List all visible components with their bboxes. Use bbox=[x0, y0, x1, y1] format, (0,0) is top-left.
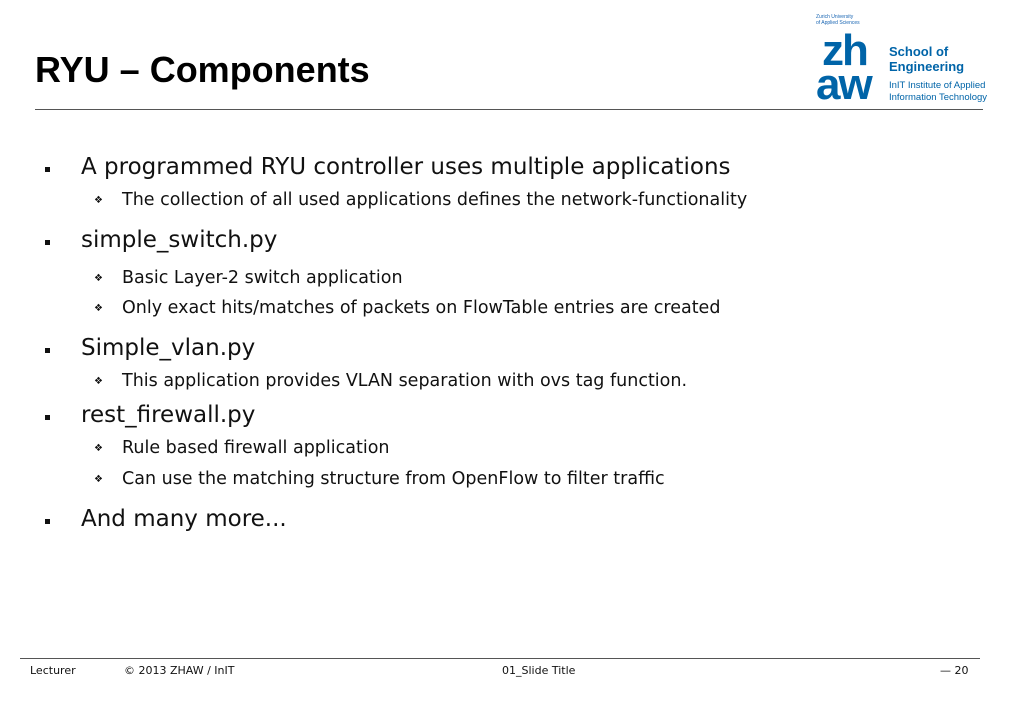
logo-university-line2: of Applied Sciences bbox=[816, 20, 860, 26]
logo-school-line2: Engineering bbox=[889, 59, 965, 74]
square-bullet-icon bbox=[45, 415, 50, 420]
diamond-bullet-icon: ❖ bbox=[94, 376, 103, 387]
bullet-text: Simple_vlan.py bbox=[81, 335, 256, 361]
logo-school-line1: School of bbox=[889, 44, 949, 59]
logo-university-name: Zurich University of Applied Sciences bbox=[816, 14, 860, 26]
bullet-text: And many more... bbox=[81, 506, 287, 532]
sub-bullet-text: Basic Layer-2 switch application bbox=[122, 268, 403, 288]
logo-institute-name: InIT Institute of Applied Information Te… bbox=[889, 80, 987, 103]
footer-copyright: © 2013 ZHAW / InIT bbox=[124, 664, 235, 677]
logo-institute-line2: Information Technology bbox=[889, 91, 988, 103]
logo-school-name: School of Engineering bbox=[889, 44, 964, 74]
logo-mark-aw: aw bbox=[816, 60, 873, 109]
zhaw-logo: Zurich University of Applied Sciences zh… bbox=[816, 14, 1006, 109]
footer-divider bbox=[20, 658, 980, 659]
sub-bullet-text: Can use the matching structure from Open… bbox=[122, 469, 665, 489]
diamond-bullet-icon: ❖ bbox=[94, 303, 103, 314]
diamond-bullet-icon: ❖ bbox=[94, 195, 103, 206]
diamond-bullet-icon: ❖ bbox=[94, 273, 103, 284]
logo-mark-zh: zh bbox=[822, 26, 869, 75]
bullet-text: rest_firewall.py bbox=[81, 402, 256, 428]
bullet-text: A programmed RYU controller uses multipl… bbox=[81, 154, 731, 180]
sub-bullet-text: This application provides VLAN separatio… bbox=[122, 371, 688, 391]
logo-institute-line1: InIT Institute of Applied bbox=[889, 80, 986, 91]
square-bullet-icon bbox=[45, 167, 50, 172]
bullet-text: simple_switch.py bbox=[81, 227, 278, 253]
logo-university-line1: Zurich University bbox=[816, 14, 854, 20]
square-bullet-icon bbox=[45, 240, 50, 245]
diamond-bullet-icon: ❖ bbox=[94, 474, 103, 485]
footer-lecturer: Lecturer bbox=[30, 664, 76, 677]
square-bullet-icon bbox=[45, 519, 50, 524]
sub-bullet-text: Rule based firewall application bbox=[122, 438, 390, 458]
square-bullet-icon bbox=[45, 348, 50, 353]
diamond-bullet-icon: ❖ bbox=[94, 443, 103, 454]
slide-title: RYU – Components bbox=[35, 49, 370, 90]
title-divider bbox=[35, 109, 983, 110]
footer-page-number: — 20 bbox=[940, 664, 969, 677]
footer-slide-title: 01_Slide Title bbox=[502, 664, 576, 677]
sub-bullet-text: Only exact hits/matches of packets on Fl… bbox=[122, 298, 721, 318]
sub-bullet-text: The collection of all used applications … bbox=[122, 190, 748, 210]
